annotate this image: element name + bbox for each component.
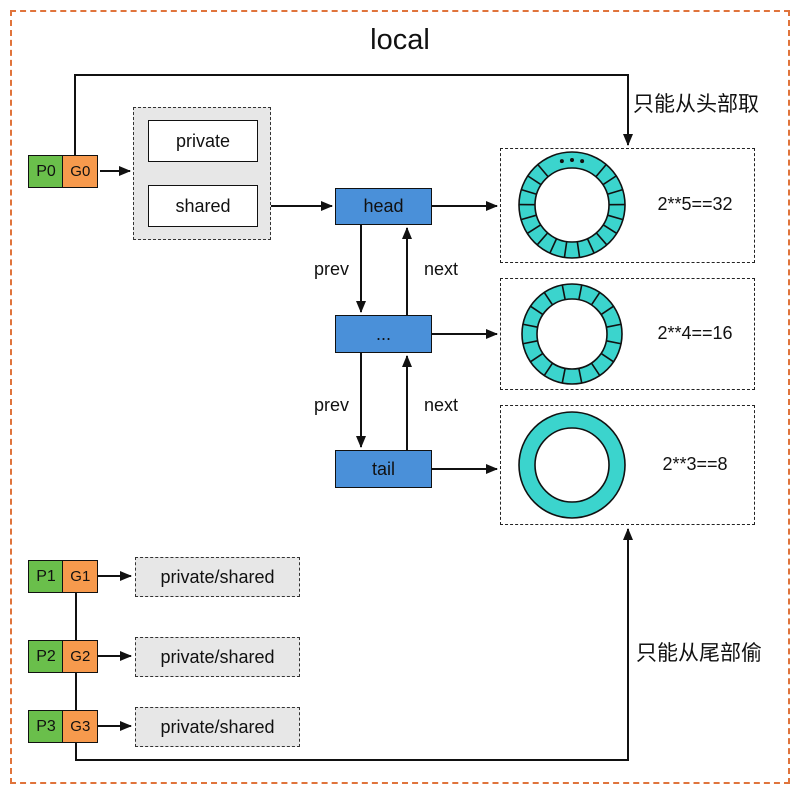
p3-box: P3 [28,710,64,743]
ring3-size-label: 2**3==8 [662,454,728,474]
p0-g0-group: P0 G0 [28,155,99,188]
outer-dashed-frame [10,10,790,784]
p1-box: P1 [28,560,64,593]
diagram-title: local [370,24,430,56]
ring-buffer-8-icon [518,411,626,519]
p2-private-shared-box: private/shared [135,637,300,677]
private-queue-box: private [148,120,258,162]
p2-box: P2 [28,640,64,673]
ring1-size-label: 2**5==32 [657,194,733,214]
next-label-2: next [424,395,459,415]
head-node: head [335,188,432,225]
steal-from-tail-annotation: 只能从尾部偷 [636,642,762,665]
g0-box: G0 [62,155,99,188]
g2-box: G2 [62,640,99,673]
arrow-steal-from-tail [75,528,633,761]
next-label-1: next [424,259,459,279]
ring2-dashed-box [500,278,755,390]
ring-buffer-16-icon [521,283,623,385]
p3-g3-group: P3 G3 [28,710,99,743]
p0-box: P0 [28,155,64,188]
shared-queue-box: shared [148,185,258,227]
p2-g2-group: P2 G2 [28,640,99,673]
arrow-take-from-head [74,74,633,155]
g1-box: G1 [62,560,99,593]
tail-node: tail [335,450,432,488]
p1-private-shared-box: private/shared [135,557,300,597]
ring1-dashed-box [500,148,755,263]
middle-node: ... [335,315,432,353]
ring3-dashed-box [500,405,755,525]
take-from-head-annotation: 只能从头部取 [633,93,759,116]
prev-label-2: prev [314,395,350,415]
p3-private-shared-box: private/shared [135,707,300,747]
p1-g1-group: P1 G1 [28,560,99,593]
ring2-size-label: 2**4==16 [657,323,733,343]
g3-box: G3 [62,710,99,743]
prev-label-1: prev [314,259,350,279]
ring-buffer-32-icon [518,151,626,259]
